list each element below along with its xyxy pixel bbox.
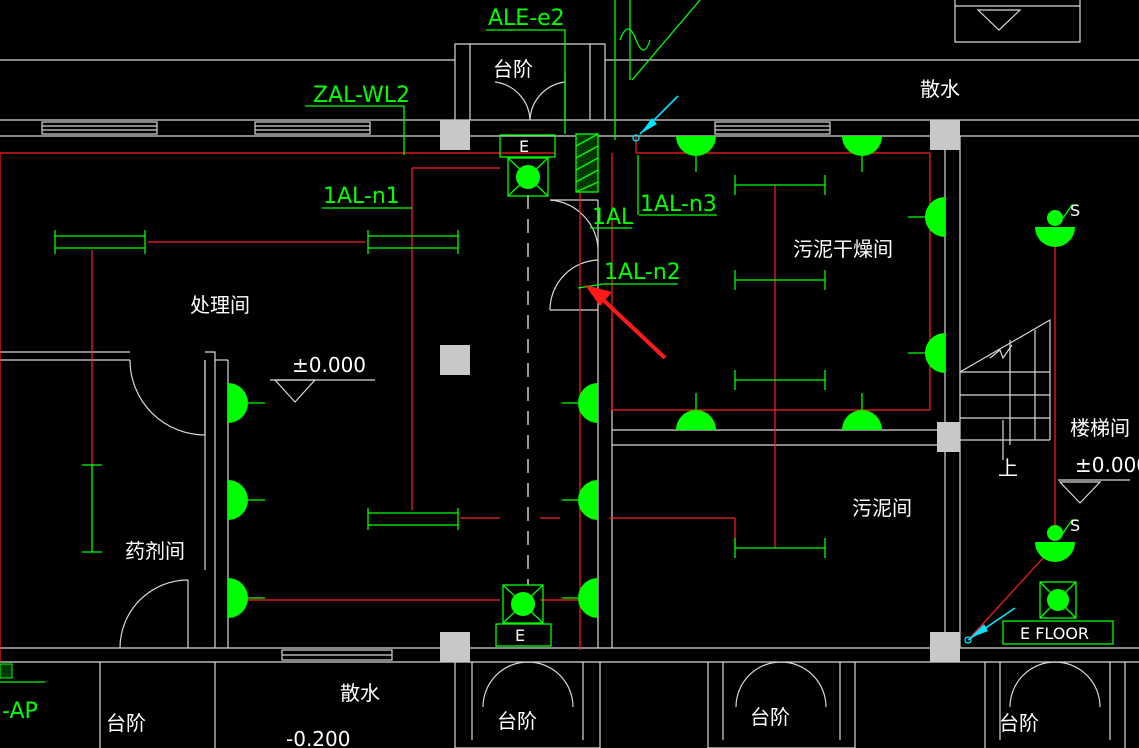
label-1al-panel: 1AL <box>592 205 634 230</box>
stair-up: 上 <box>998 456 1018 480</box>
fluorescent-lamp-icon <box>734 538 826 558</box>
label-1al-n2: 1AL-n2 <box>604 260 681 285</box>
wall-lamp-icon <box>842 393 882 430</box>
wall-lamp-icon <box>676 136 716 172</box>
steps-top: 台阶 <box>493 57 533 81</box>
label-zal-wl2: ZAL-WL2 <box>313 83 410 108</box>
exit-top-label: E <box>519 137 529 156</box>
exit-floor-label: E FLOOR <box>1020 624 1089 643</box>
wall-lamp-icon <box>562 383 598 423</box>
distribution-panel <box>575 133 599 193</box>
wall-lamp-icon <box>562 480 598 520</box>
apron-bottom: 散水 <box>340 681 380 705</box>
elevation-main: ±0.000 <box>292 353 366 377</box>
wall-lamp-icon <box>842 136 882 172</box>
elevation-labels: ±0.000 ±0.000 -0.200 <box>286 353 1139 748</box>
wall-lamp-icon <box>228 383 265 423</box>
fluorescent-fixtures <box>54 175 826 558</box>
exterior-labels: 台阶 散水 散水 台阶 台阶 台阶 台阶 <box>106 57 1039 735</box>
structural-columns <box>440 120 960 662</box>
room-sludge: 污泥间 <box>852 496 912 520</box>
cyan-markers <box>632 95 1016 644</box>
elevation-outdoor: -0.200 <box>286 727 350 748</box>
wall-lamps <box>228 136 1078 618</box>
room-sludge-dry: 污泥干燥间 <box>793 237 893 261</box>
fluorescent-lamp-icon <box>54 230 146 254</box>
room-stair: 楼梯间 <box>1070 416 1130 440</box>
wall-lamp-icon <box>228 480 265 520</box>
fluorescent-lamp-icon <box>734 270 826 290</box>
fluorescent-lamp-icon <box>367 230 459 254</box>
room-treatment: 处理间 <box>190 293 250 317</box>
steps-bottom-3: 台阶 <box>750 705 790 729</box>
exit-lights <box>495 134 1114 647</box>
steps-bottom-2: 台阶 <box>497 709 537 733</box>
fluorescent-lamp-icon <box>367 508 459 530</box>
steps-bottom-4: 台阶 <box>999 711 1039 735</box>
switch-upper-label: S <box>1070 201 1080 220</box>
elevation-stair: ±0.000 <box>1075 453 1139 477</box>
leader-lines <box>0 0 717 683</box>
steps-bottom-1: 台阶 <box>106 711 146 735</box>
wall-lamp-icon <box>1035 204 1078 247</box>
circuit-labels: ALE-e2 ZAL-WL2 1AL-n1 1AL 1AL-n3 1AL-n2 … <box>2 6 717 724</box>
fixture-labels: E E E FLOOR S S <box>515 137 1089 645</box>
switch-lower-label: S <box>1070 516 1080 535</box>
annotation-arrow-icon <box>585 285 667 360</box>
exit-sign-box <box>499 134 556 158</box>
fluorescent-lamp-icon <box>82 464 102 553</box>
wiring-lines <box>0 136 1056 662</box>
wall-lamp-icon <box>228 578 265 618</box>
label-1al-n3: 1AL-n3 <box>640 192 717 217</box>
exit-sign-box <box>1002 620 1114 645</box>
label-1al-n1: 1AL-n1 <box>323 184 400 209</box>
apron-top: 散水 <box>920 77 960 101</box>
wall-lamp-icon <box>562 578 598 618</box>
room-labels: 处理间 药剂间 污泥干燥间 污泥间 楼梯间 上 <box>125 237 1130 563</box>
wall-lamp-icon <box>908 197 945 237</box>
label-ap: -AP <box>2 699 38 724</box>
fluorescent-lamp-icon <box>734 370 826 390</box>
exit-bottom-label: E <box>515 626 525 645</box>
fluorescent-lamp-icon <box>734 175 826 195</box>
wall-lamp-icon <box>908 333 945 373</box>
exit-sign-box <box>495 623 552 647</box>
wall-lamp-icon <box>1035 519 1078 562</box>
room-chemical: 药剂间 <box>125 539 185 563</box>
wall-lamp-icon <box>676 393 716 430</box>
label-ale-e2: ALE-e2 <box>488 6 565 31</box>
